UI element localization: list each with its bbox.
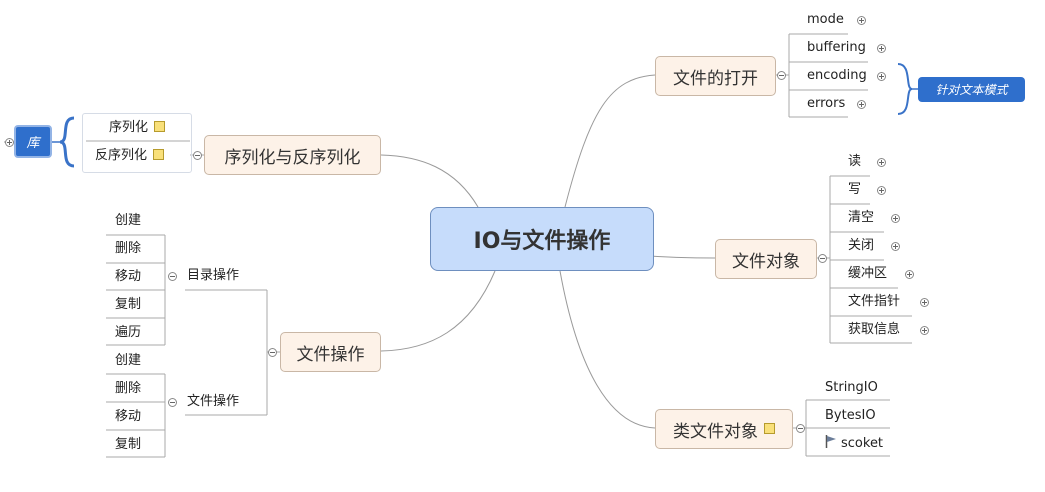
expand-icon[interactable] [905,270,914,279]
collapse-icon[interactable] [796,424,805,433]
topic-file-operations[interactable]: 文件操作 [280,332,381,372]
expand-icon[interactable] [877,158,886,167]
collapse-icon[interactable] [777,71,786,80]
leaf-buffering[interactable]: buffering [807,40,866,55]
leaf-bytesio[interactable]: BytesIO [825,408,876,423]
leaf-file-pointer[interactable]: 文件指针 [848,294,901,309]
leaf-encoding[interactable]: encoding [807,68,867,83]
topic-file-open[interactable]: 文件的打开 [655,56,776,96]
leaf-deserialize[interactable]: 反序列化 [95,145,165,167]
leaf-file-copy[interactable]: 复制 [115,437,142,452]
leaf-dir-move[interactable]: 移动 [115,269,142,284]
leaf-buffer[interactable]: 缓冲区 [848,266,888,281]
leaf-scoket[interactable]: scoket [825,433,883,455]
note-icon[interactable] [153,149,165,160]
link-center-serial [380,154,479,208]
expand-icon[interactable] [877,44,886,53]
leaf-read[interactable]: 读 [848,154,862,169]
leaf-mode[interactable]: mode [807,12,844,27]
leaf-file-create[interactable]: 创建 [115,353,142,368]
leaf-stringio[interactable]: StringIO [825,380,878,395]
subtopic-dir-ops[interactable]: 目录操作 [187,268,240,283]
central-topic[interactable]: IO与文件操作 [430,207,654,271]
link-center-fileops [380,270,496,352]
note-icon[interactable] [154,121,166,132]
topic-label: 类文件对象 [673,421,758,442]
expand-icon[interactable] [877,72,886,81]
topic-file-like-object[interactable]: 类文件对象 [655,409,793,449]
leaf-file-move[interactable]: 移动 [115,409,142,424]
leaf-dir-walk[interactable]: 遍历 [115,325,142,340]
brace-serial [59,116,75,168]
collapse-icon[interactable] [168,272,177,281]
expand-icon[interactable] [857,100,866,109]
expand-icon[interactable] [5,138,14,147]
flag-icon [825,435,836,448]
leaf-serialize[interactable]: 序列化 [109,117,166,139]
collapse-icon[interactable] [818,254,827,263]
expand-icon[interactable] [920,298,929,307]
leaf-dir-delete[interactable]: 删除 [115,241,142,256]
leaf-dir-create[interactable]: 创建 [115,213,142,228]
collapse-icon[interactable] [168,398,177,407]
expand-icon[interactable] [920,326,929,335]
leaf-errors[interactable]: errors [807,96,846,111]
topic-file-object[interactable]: 文件对象 [715,239,817,279]
brace-encoding-errors [897,63,913,115]
subtopic-file-ops[interactable]: 文件操作 [187,394,240,409]
expand-icon[interactable] [891,214,900,223]
callout-text-mode[interactable]: 针对文本模式 [918,77,1025,102]
leaf-dir-copy[interactable]: 复制 [115,297,142,312]
leaf-clear[interactable]: 清空 [848,210,875,225]
leaf-get-info[interactable]: 获取信息 [848,322,901,337]
leaf-write[interactable]: 写 [848,182,862,197]
link-center-filelike [559,270,656,429]
collapse-icon[interactable] [193,151,202,160]
leaf-close[interactable]: 关闭 [848,238,875,253]
leaf-file-delete[interactable]: 删除 [115,381,142,396]
collapse-icon[interactable] [268,348,277,357]
note-icon[interactable] [764,422,775,434]
serialization-group [82,113,192,173]
topic-serialization[interactable]: 序列化与反序列化 [204,135,381,175]
callout-library[interactable]: 库 [14,125,52,158]
expand-icon[interactable] [877,186,886,195]
link-center-open [564,74,656,208]
expand-icon[interactable] [857,16,866,25]
expand-icon[interactable] [891,242,900,251]
